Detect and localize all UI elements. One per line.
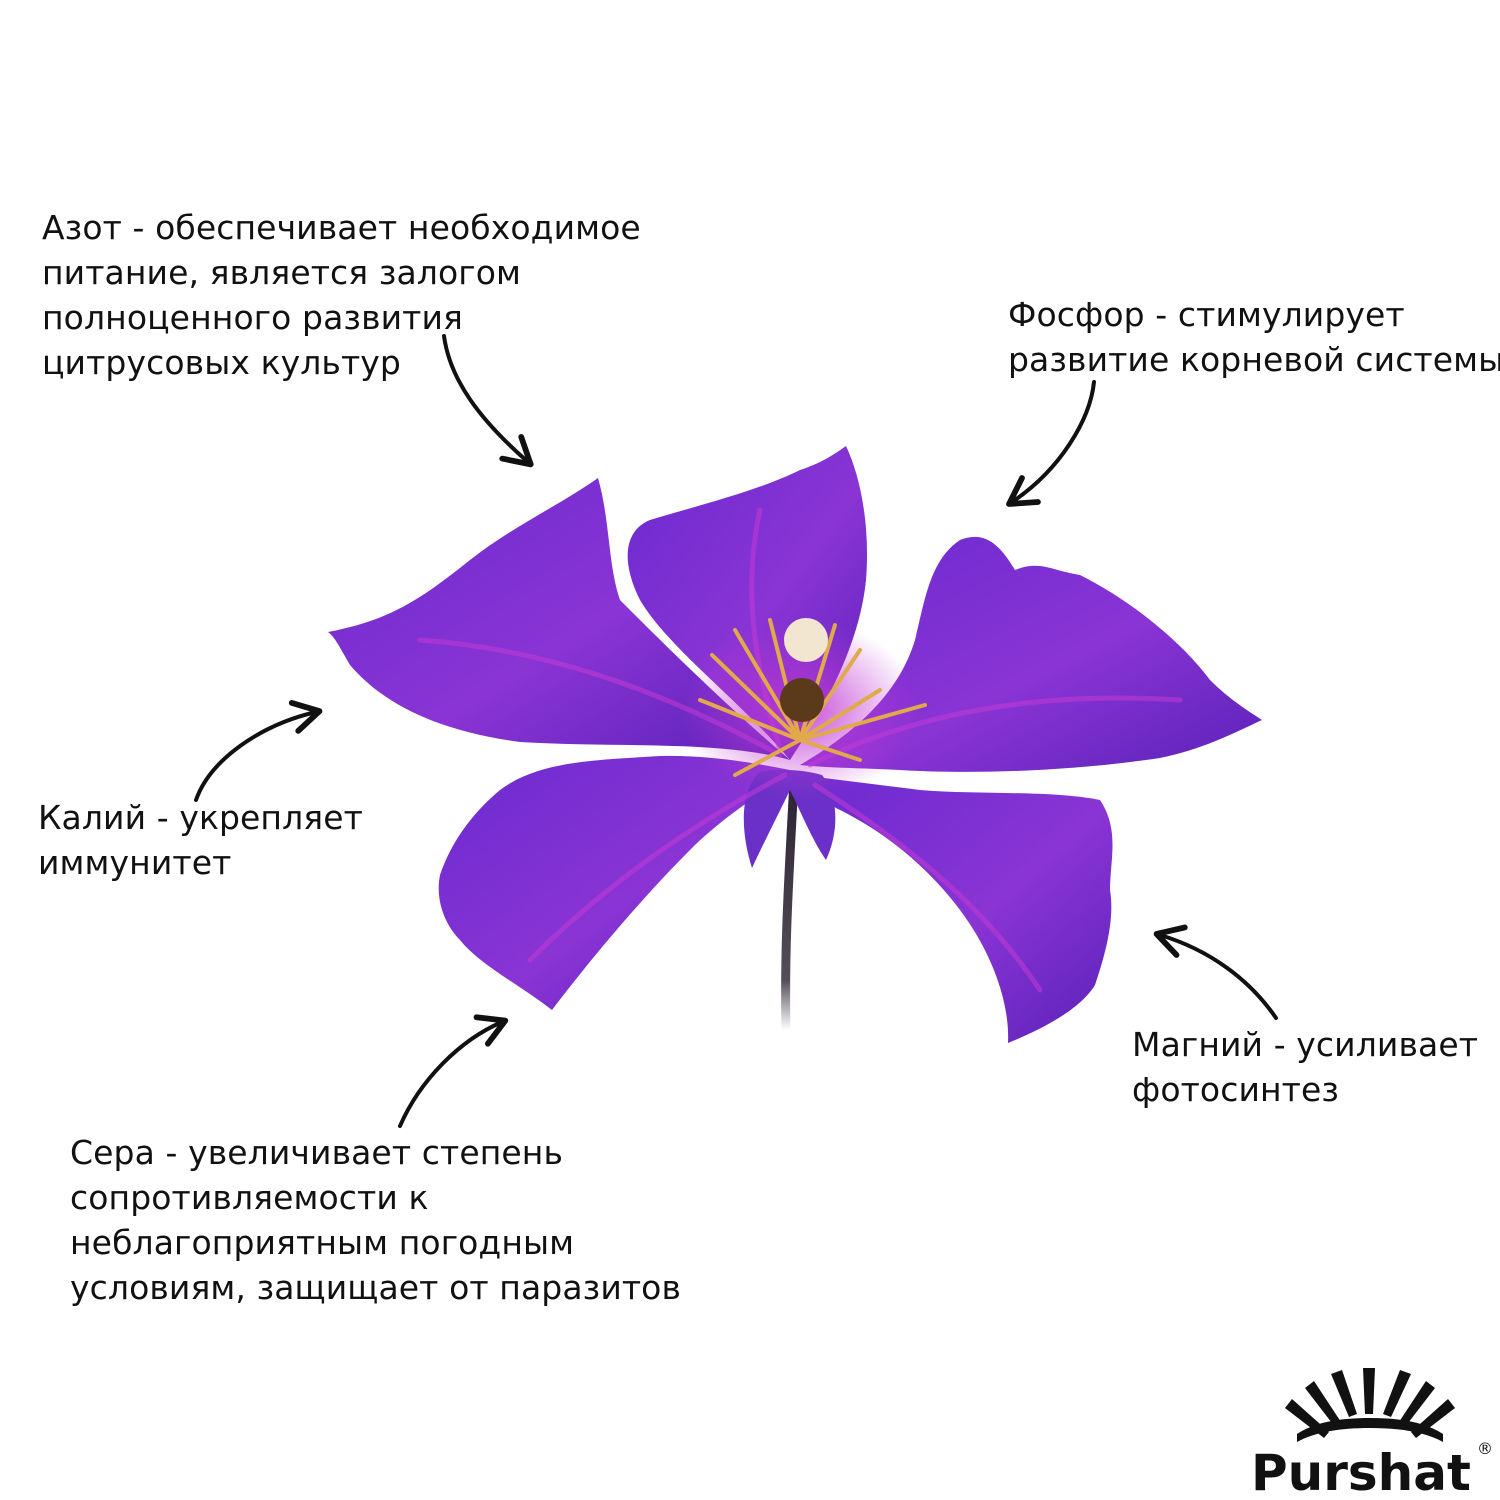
- callout-line: неблагоприятным погодным: [70, 1223, 575, 1262]
- brand-name: Purshat: [1251, 1444, 1471, 1498]
- petal-lower-right: [800, 775, 1113, 1043]
- callout-line: Фосфор - стимулирует: [1008, 295, 1405, 334]
- brand-logo: Purshat ®: [1251, 1368, 1493, 1498]
- callout-line: цитрусовых культур: [42, 343, 401, 382]
- callout-line: условиям, защищает от паразитов: [70, 1268, 682, 1307]
- callout-line: Магний - усиливает: [1132, 1025, 1479, 1064]
- callout-line: питание, является залогом: [42, 253, 522, 292]
- callout-line: развитие корневой системы: [1008, 340, 1500, 379]
- flower-core: [780, 678, 824, 722]
- petal-upper-left: [328, 478, 790, 760]
- callout-magnesium: Магний - усиливает фотосинтез: [1132, 1022, 1478, 1112]
- callout-nitrogen: Азот - обеспечивает необходимое питание,…: [42, 205, 641, 385]
- sunburst-logo-icon: [1285, 1368, 1455, 1442]
- callout-line: Азот - обеспечивает необходимое: [42, 208, 641, 247]
- curved-arrow-icon: [442, 334, 534, 468]
- callout-potassium: Калий - укрепляет иммунитет: [38, 795, 363, 885]
- callout-line: фотосинтез: [1132, 1070, 1340, 1109]
- callout-line: Калий - укрепляет: [38, 798, 363, 837]
- curved-arrow-icon: [194, 699, 323, 802]
- callout-arrows: [194, 334, 1278, 1128]
- callout-line: Сера - увеличивает степень: [70, 1133, 564, 1172]
- callout-phosphorus: Фосфор - стимулирует развитие корневой с…: [1008, 292, 1500, 382]
- registered-mark: ®: [1477, 1439, 1493, 1458]
- flower-stamens: [698, 618, 927, 777]
- callout-line: иммунитет: [38, 843, 232, 882]
- curved-arrow-icon: [1153, 924, 1278, 1020]
- curved-arrow-icon: [1006, 380, 1096, 507]
- curved-arrow-icon: [398, 1014, 509, 1128]
- callout-line: полноценного развития: [42, 298, 463, 337]
- flower-pistil: [784, 618, 828, 662]
- flower-stem: [781, 775, 799, 1035]
- callout-sulfur: Сера - увеличивает степень сопротивляемо…: [70, 1130, 681, 1310]
- callout-line: сопротивляемости к: [70, 1178, 429, 1217]
